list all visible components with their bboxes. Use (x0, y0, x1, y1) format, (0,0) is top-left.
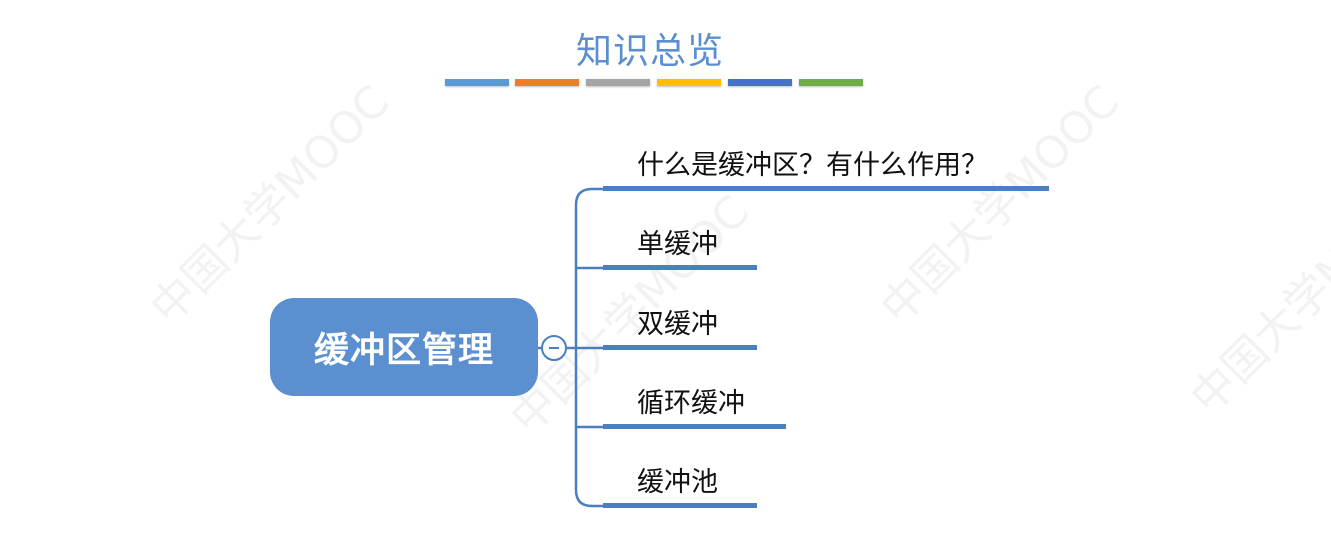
branch-label: 什么是缓冲区？有什么作用？ (637, 150, 988, 181)
color-stripe (586, 79, 650, 86)
color-stripe (657, 79, 721, 86)
branch-label: 缓冲池 (637, 467, 718, 498)
branch-underline (603, 503, 757, 508)
branch-underline (603, 345, 757, 350)
color-stripe (515, 79, 579, 86)
branch-underline (603, 424, 786, 429)
collapse-toggle-icon[interactable] (541, 335, 567, 361)
color-stripe (445, 79, 509, 86)
branch-label: 单缓冲 (637, 229, 718, 260)
branch-label: 循环缓冲 (637, 388, 745, 419)
branch-underline (603, 265, 757, 270)
color-stripe (799, 79, 863, 86)
branch-label: 双缓冲 (637, 309, 718, 340)
branch-underline (603, 186, 1049, 191)
color-stripe (728, 79, 792, 86)
root-node[interactable]: 缓冲区管理 (270, 298, 538, 396)
page-title: 知识总览 (575, 31, 724, 72)
